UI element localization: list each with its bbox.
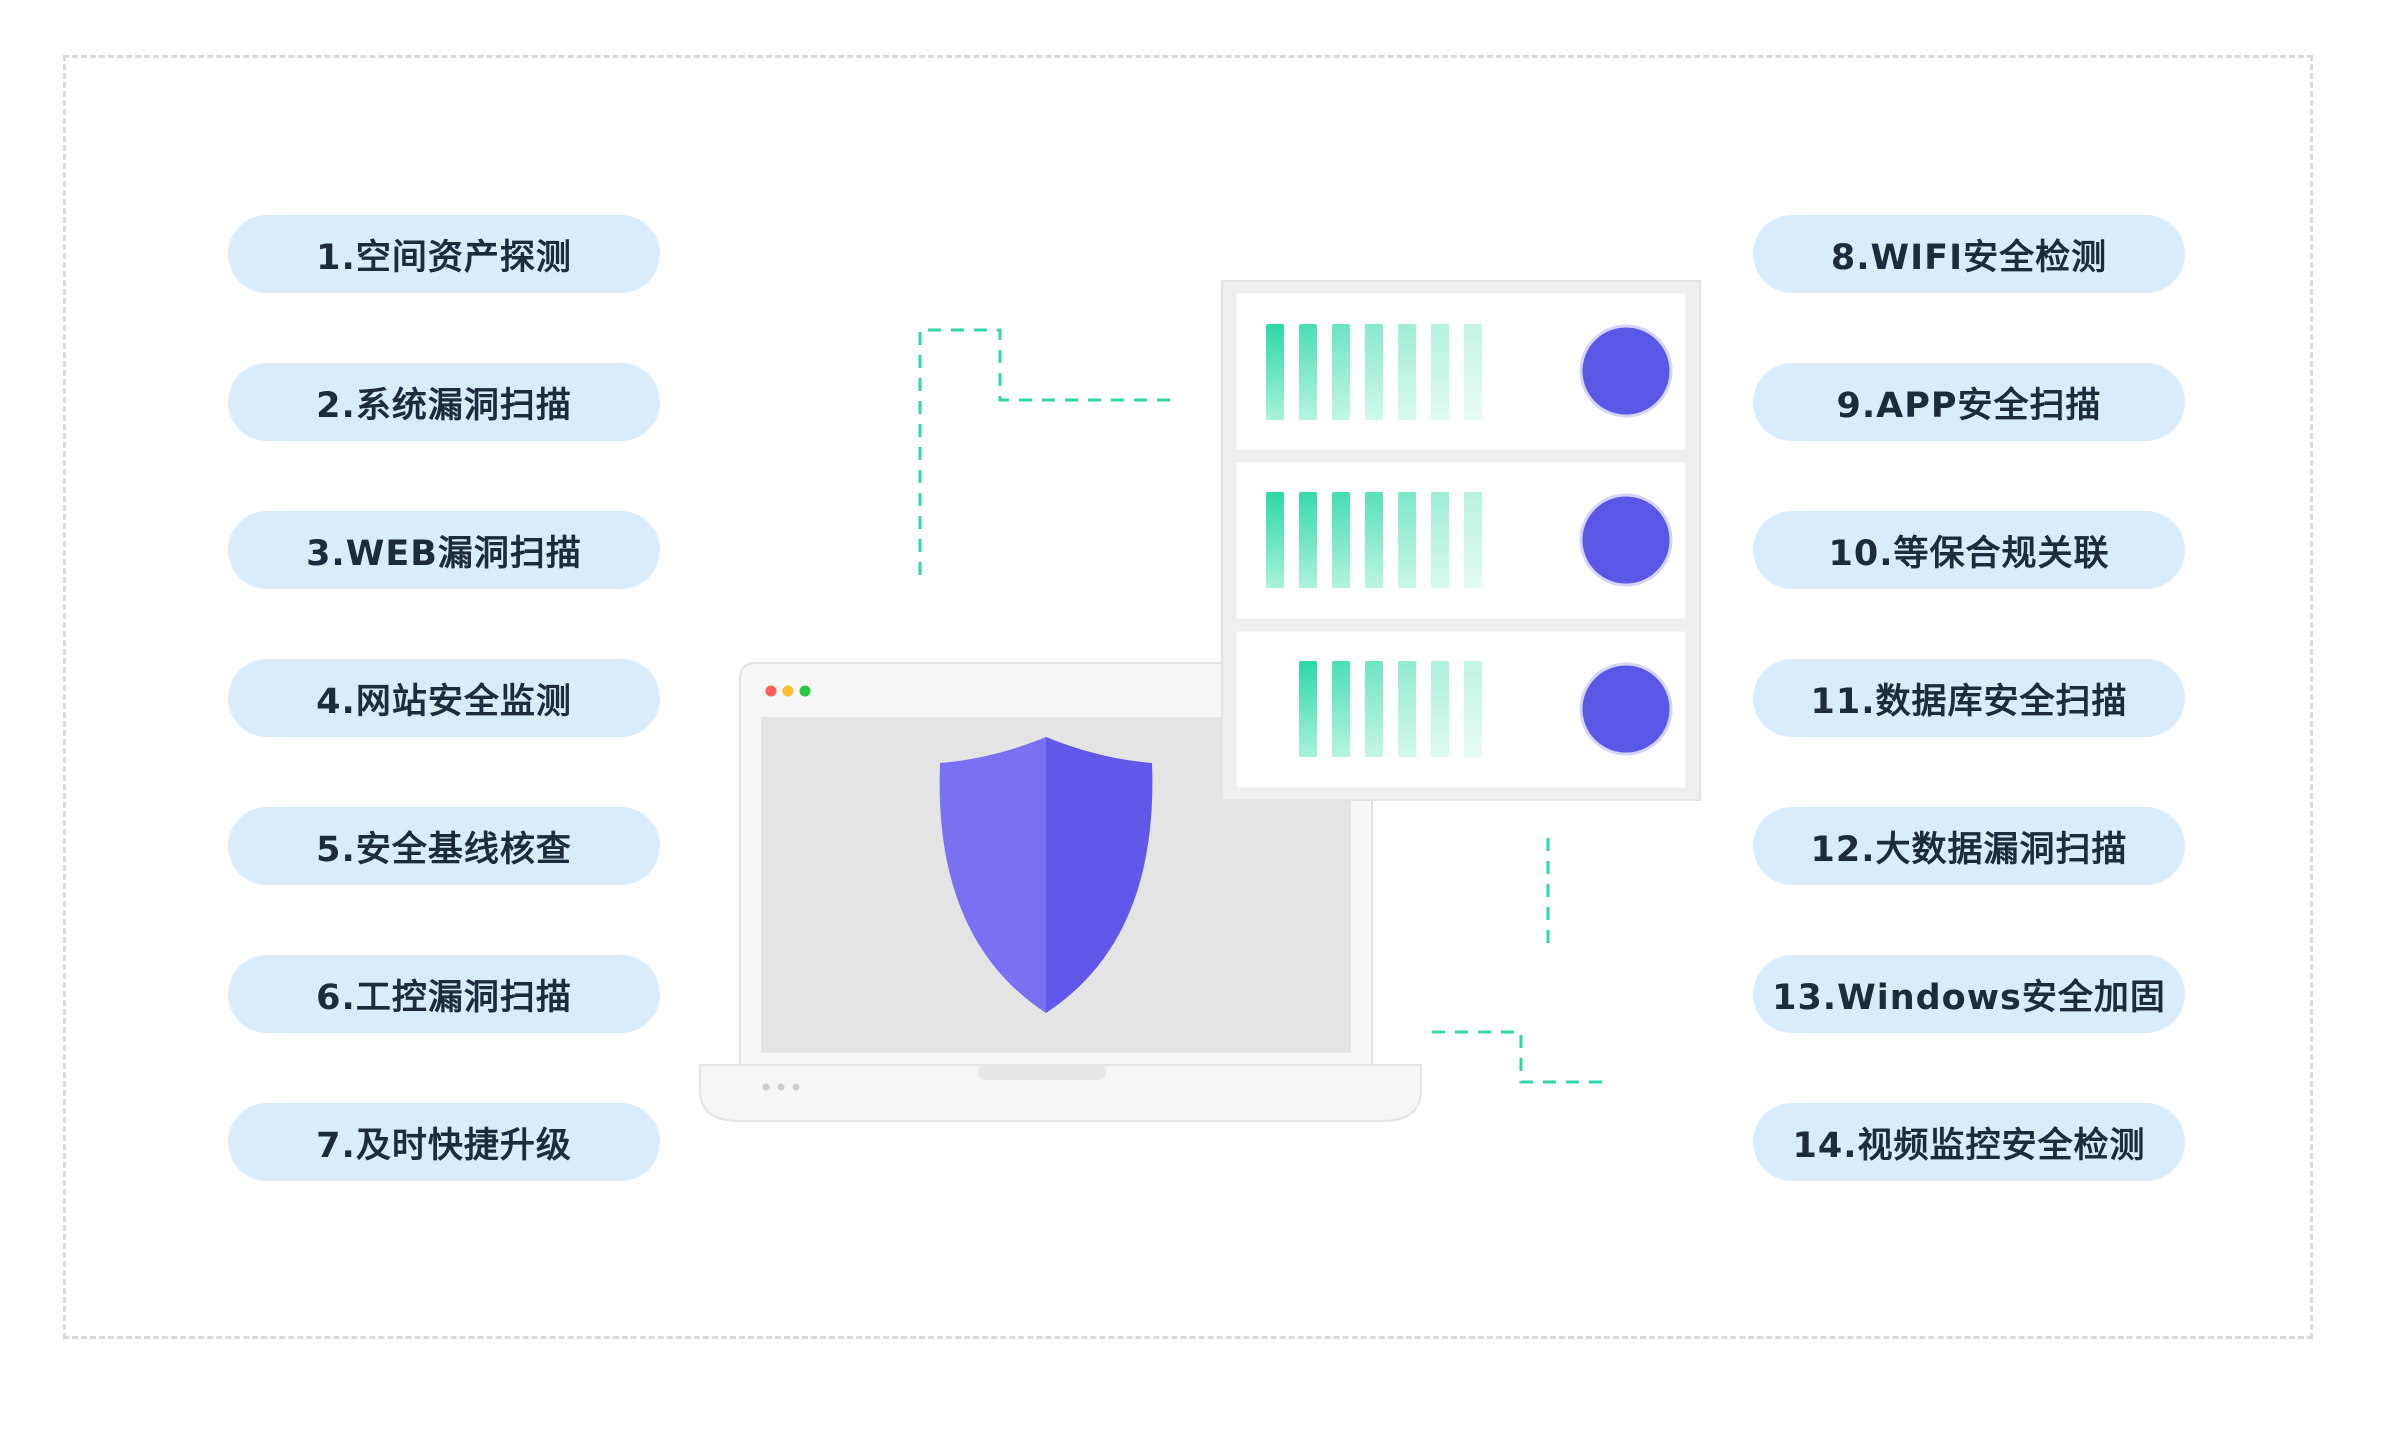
feature-pill-7: 7.及时快捷升级 xyxy=(228,1103,660,1181)
feature-pill-3: 3.WEB漏洞扫描 xyxy=(228,511,660,589)
feature-pill-1: 1.空间资产探测 xyxy=(228,215,660,293)
feature-pill-5: 5.安全基线核查 xyxy=(228,807,660,885)
feature-pill-6: 6.工控漏洞扫描 xyxy=(228,955,660,1033)
feature-pill-10: 10.等保合规关联 xyxy=(1753,511,2185,589)
feature-pill-9: 9.APP安全扫描 xyxy=(1753,363,2185,441)
feature-pill-12: 12.大数据漏洞扫描 xyxy=(1753,807,2185,885)
feature-pill-8: 8.WIFI安全检测 xyxy=(1753,215,2185,293)
dashed-border-frame xyxy=(63,55,2313,1339)
feature-pill-14: 14.视频监控安全检测 xyxy=(1753,1103,2185,1181)
feature-pill-4: 4.网站安全监测 xyxy=(228,659,660,737)
feature-pill-11: 11.数据库安全扫描 xyxy=(1753,659,2185,737)
feature-pill-2: 2.系统漏洞扫描 xyxy=(228,363,660,441)
feature-pill-13: 13.Windows安全加固 xyxy=(1753,955,2185,1033)
